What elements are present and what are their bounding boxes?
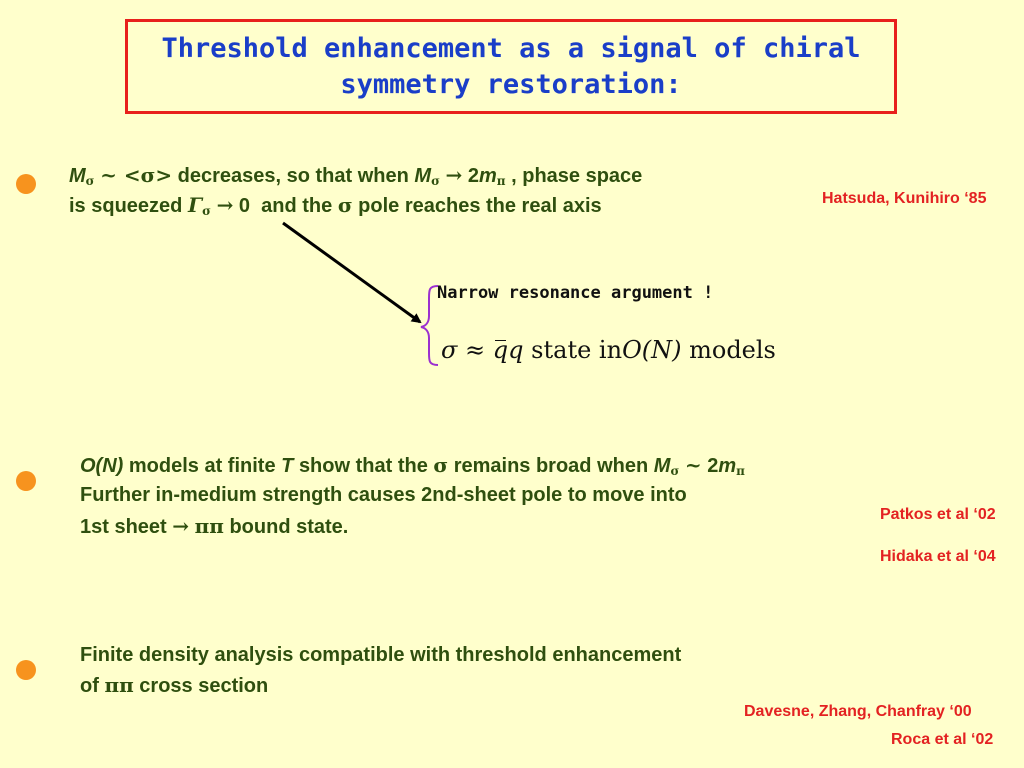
- arrow-icon: [282, 221, 422, 324]
- bullet2-line1: O(N) models at finite T show that the σ …: [80, 453, 745, 478]
- bullet2-line3: 1st sheet → ππ bound state.: [80, 514, 349, 538]
- bullet2-line2: Further in-medium strength causes 2nd-sh…: [80, 484, 687, 506]
- reference-hatsuda: Hatsuda, Kunihiro ‘85: [822, 190, 987, 207]
- bullet3-line1: Finite density analysis compatible with …: [80, 644, 682, 666]
- title-line-1: Threshold enhancement as a signal of chi…: [161, 32, 861, 64]
- title-line-2: symmetry restoration:: [340, 68, 682, 100]
- bullet-icon: [16, 471, 36, 491]
- bullet-icon: [16, 174, 36, 194]
- bullet3-line2: of ππ cross section: [80, 673, 269, 697]
- reference-hidaka: Hidaka et al ‘04: [880, 548, 996, 565]
- reference-davesne: Davesne, Zhang, Chanfray ‘00: [744, 703, 972, 720]
- brace-icon: [420, 285, 439, 366]
- bullet1-line1: Mσ ~ <σ> decreases, so that when Mσ → 2m…: [69, 163, 643, 188]
- sigma-formula: σ ≈ qq state inO(N) models: [441, 336, 776, 364]
- bullet1-line2: is squeezed Γσ → 0 and the σ pole reache…: [69, 193, 602, 218]
- reference-patkos: Patkos et al ‘02: [880, 506, 996, 523]
- reference-roca: Roca et al ‘02: [891, 731, 994, 748]
- title-box: Threshold enhancement as a signal of chi…: [125, 19, 897, 114]
- narrow-resonance-label: Narrow resonance argument !: [437, 283, 714, 303]
- bullet-icon: [16, 660, 36, 680]
